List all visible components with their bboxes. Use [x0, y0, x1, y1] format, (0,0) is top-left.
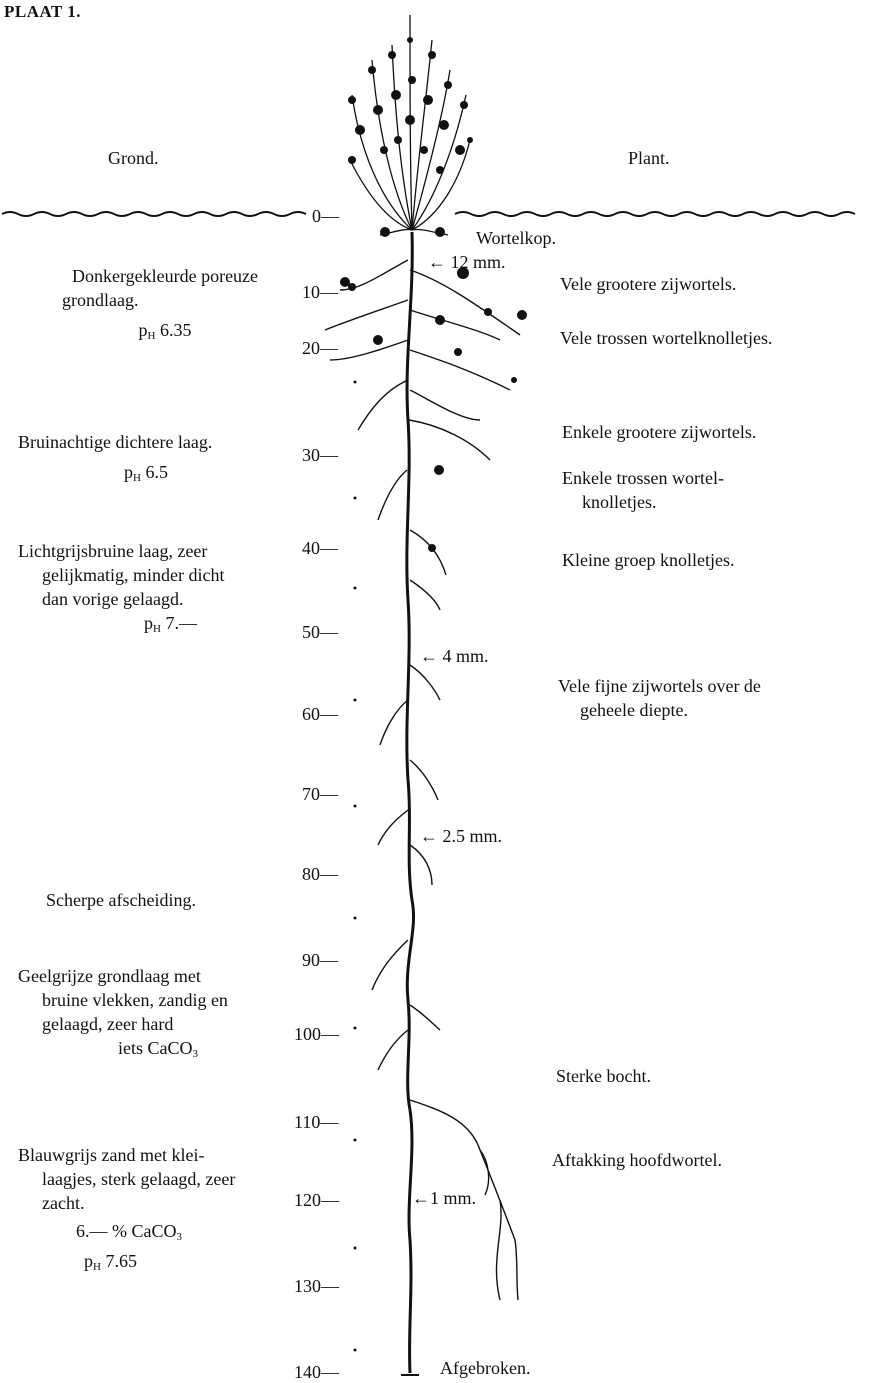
soil-layer-1-ph: pH 6.35: [30, 318, 300, 348]
soil-layer-1: Donkergekleurde poreuze grondlaag. pH 6.…: [30, 264, 300, 348]
label-sterke-bocht: Sterke bocht.: [556, 1064, 651, 1088]
soil-layer-3-line-3: dan vorige gelaagd.: [18, 587, 308, 611]
nodule-clusters: [340, 267, 527, 552]
depth-30: 30—: [302, 445, 362, 466]
label-afgebroken: Afgebroken.: [440, 1356, 530, 1380]
soil-layer-5-caco3: 6.— % CaCO3: [18, 1219, 308, 1249]
soil-layer-2-line-1: Bruinachtige dichtere laag.: [18, 430, 308, 454]
soil-layer-1-line-2: grondlaag.: [30, 288, 300, 312]
depth-40: 40—: [302, 538, 362, 559]
soil-layer-3: Lichtgrijsbruine laag, zeer gelijkmatig,…: [18, 539, 308, 641]
label-vele-grootere-zijwortels: Vele grootere zijwortels.: [560, 272, 736, 296]
soil-layer-2-ph: pH 6.5: [18, 460, 308, 490]
depth-90: 90—: [302, 950, 362, 971]
diameter-12mm: ← 12 mm.: [428, 250, 506, 274]
depth-50: 50—: [302, 622, 362, 643]
soil-boundary: Scherpe afscheiding.: [46, 888, 196, 912]
diameter-1mm: ←1 mm.: [412, 1186, 476, 1210]
soil-layer-1-line-1: Donkergekleurde poreuze: [30, 264, 300, 288]
soil-layer-5-line-2: laagjes, sterk gelaagd, zeer: [18, 1167, 308, 1191]
ground-surface-left: [2, 212, 306, 216]
soil-layer-3-ph: pH 7.—: [18, 611, 308, 641]
depth-0: 0—: [312, 206, 372, 227]
depth-70: 70—: [302, 784, 362, 805]
soil-layer-5-ph: pH 7.65: [18, 1249, 308, 1279]
soil-layer-4-caco3: iets CaCO3: [18, 1036, 308, 1066]
label-kleine-groep: Kleine groep knolletjes.: [562, 548, 734, 572]
depth-10: 10—: [302, 282, 362, 303]
soil-layer-3-line-1: Lichtgrijsbruine laag, zeer: [18, 539, 308, 563]
diameter-4mm: ← 4 mm.: [420, 644, 489, 668]
depth-60: 60—: [302, 704, 362, 725]
side-roots: [325, 260, 520, 1300]
ground-surface-right: [455, 212, 855, 216]
label-wortelkop: Wortelkop.: [476, 226, 556, 250]
depth-110: 110—: [294, 1112, 354, 1133]
depth-80: 80—: [302, 864, 362, 885]
label-vele-fijne-line-2: geheele diepte.: [558, 698, 761, 722]
label-enkele-trossen: Enkele trossen wortel- knolletjes.: [562, 466, 724, 514]
soil-layer-4-line-3: gelaagd, zeer hard: [18, 1012, 308, 1036]
label-enkele-trossen-line-2: knolletjes.: [562, 490, 724, 514]
depth-20: 20—: [302, 338, 362, 359]
label-vele-fijne: Vele fijne zijwortels over de geheele di…: [558, 674, 761, 722]
soil-layer-3-line-2: gelijkmatig, minder dicht: [18, 563, 308, 587]
soil-layer-4-line-2: bruine vlekken, zandig en: [18, 988, 308, 1012]
diameter-2-5mm: ← 2.5 mm.: [420, 824, 502, 848]
label-enkele-grootere: Enkele grootere zijwortels.: [562, 420, 756, 444]
label-enkele-trossen-line-1: Enkele trossen wortel-: [562, 466, 724, 490]
soil-layer-4: Geelgrijze grondlaag met bruine vlekken,…: [18, 964, 308, 1066]
depth-130: 130—: [294, 1276, 354, 1297]
label-vele-fijne-line-1: Vele fijne zijwortels over de: [558, 674, 761, 698]
label-aftakking: Aftakking hoofdwortel.: [552, 1148, 722, 1172]
depth-140: 140—: [294, 1362, 354, 1383]
soil-layer-5-line-1: Blauwgrijs zand met klei-: [18, 1143, 308, 1167]
soil-layer-4-line-1: Geelgrijze grondlaag met: [18, 964, 308, 988]
soil-layer-5: Blauwgrijs zand met klei- laagjes, sterk…: [18, 1143, 308, 1279]
label-vele-trossen: Vele trossen wortelknolletjes.: [560, 326, 772, 350]
soil-layer-2: Bruinachtige dichtere laag. pH 6.5: [18, 430, 308, 490]
soil-layer-5-line-3: zacht.: [18, 1191, 308, 1215]
